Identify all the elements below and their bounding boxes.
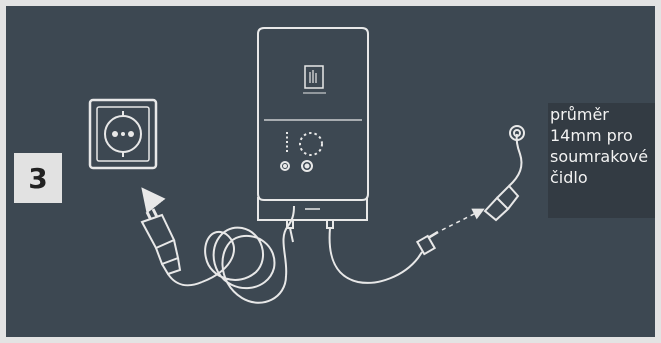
plug-icon bbox=[140, 205, 295, 304]
sensor-connector-icon bbox=[415, 230, 439, 256]
installation-illustration bbox=[88, 27, 525, 304]
dusk-sensor-icon bbox=[483, 125, 525, 222]
step-number-badge: 3 bbox=[14, 153, 62, 203]
wall-socket-icon bbox=[88, 98, 158, 170]
sensor-caption: průměr 14mm pro soumrakové čidlo bbox=[548, 103, 655, 218]
arrow-icon bbox=[441, 208, 485, 231]
controller-unit-icon bbox=[257, 27, 423, 284]
arrow-icon bbox=[141, 187, 166, 214]
